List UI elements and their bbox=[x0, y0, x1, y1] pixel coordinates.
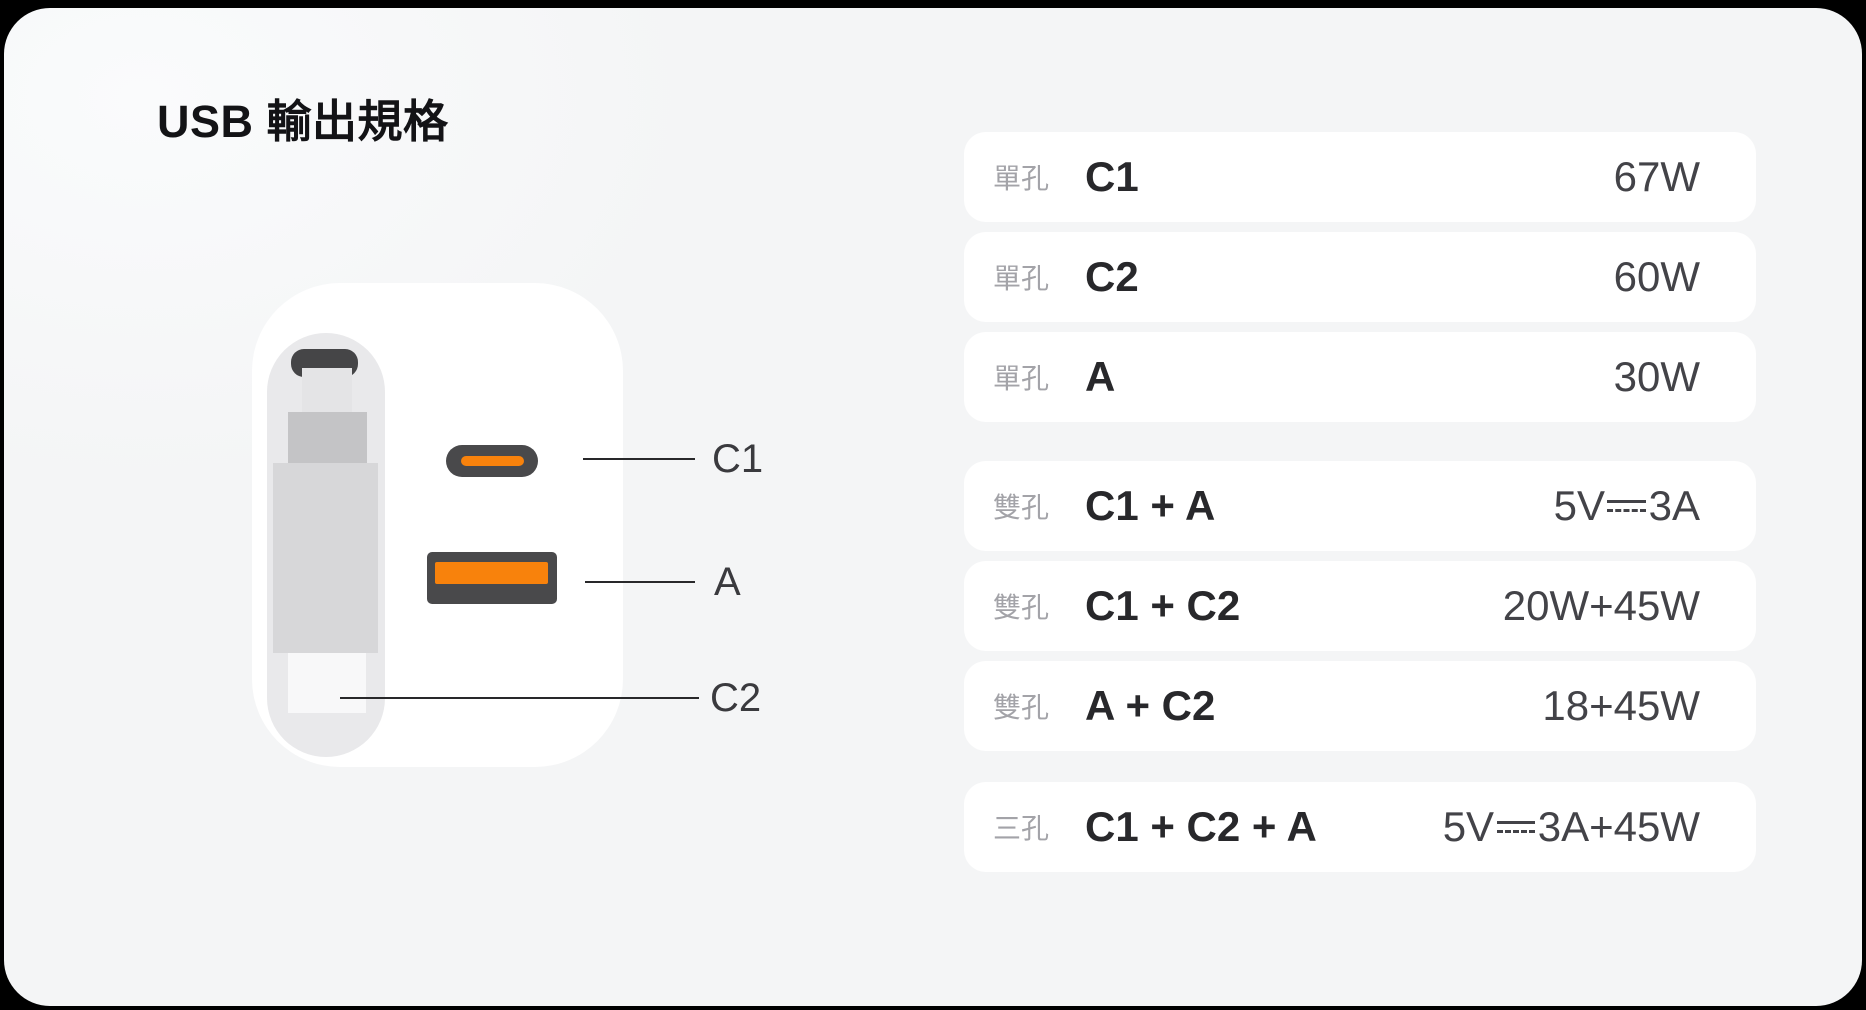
port-name: A bbox=[1085, 353, 1116, 400]
spec-row: 雙孔 C1 + C2 20W+45W bbox=[964, 561, 1756, 651]
plug-shoulder bbox=[288, 412, 367, 463]
dc-symbol bbox=[1607, 499, 1647, 513]
port-count-label: 單孔 bbox=[993, 163, 1050, 194]
port-name: C1 + C2 bbox=[1085, 582, 1241, 629]
callout-label-a: A bbox=[714, 560, 741, 604]
port-count-label: 三孔 bbox=[993, 813, 1050, 844]
output-value: 67W bbox=[1613, 153, 1700, 200]
plug-body bbox=[273, 463, 378, 653]
usb-a-pin bbox=[435, 562, 548, 584]
output-value: 60W bbox=[1613, 253, 1700, 300]
port-name: C1 bbox=[1085, 153, 1139, 200]
spec-list: 單孔 C1 67W 單孔 C2 60W 單孔 A 30W 雙孔 bbox=[964, 132, 1756, 882]
callout-label-c2: C2 bbox=[710, 676, 762, 720]
output-value: 20W+45W bbox=[1502, 582, 1700, 629]
section-title: USB 輸出規格 bbox=[157, 96, 449, 147]
spec-card: USB 輸出規格 C1 A C2 bbox=[4, 8, 1862, 1006]
callout-line-c2 bbox=[340, 697, 699, 699]
spec-row: 雙孔 A + C2 18+45W bbox=[964, 661, 1756, 751]
port-count-label: 雙孔 bbox=[993, 592, 1050, 623]
port-count-label: 雙孔 bbox=[993, 492, 1050, 523]
output-value: 18+45W bbox=[1542, 682, 1700, 729]
port-name: A + C2 bbox=[1085, 682, 1216, 729]
spec-row: 單孔 C1 67W bbox=[964, 132, 1756, 222]
callout-line-a bbox=[585, 581, 695, 583]
usb-a-port-icon bbox=[427, 552, 557, 604]
spec-group-single: 單孔 C1 67W 單孔 C2 60W 單孔 A 30W bbox=[964, 132, 1756, 422]
dc-symbol bbox=[1496, 820, 1536, 834]
port-count-label: 單孔 bbox=[993, 363, 1050, 394]
callout-line-c1 bbox=[583, 458, 695, 460]
plug-end-c2 bbox=[288, 653, 366, 713]
port-name: C1 + C2 + A bbox=[1085, 803, 1317, 850]
port-name: C2 bbox=[1085, 253, 1139, 300]
spec-row: 單孔 A 30W bbox=[964, 332, 1756, 422]
plug-neck bbox=[302, 368, 352, 414]
callout-label-c1: C1 bbox=[712, 437, 764, 481]
port-name: C1 + A bbox=[1085, 482, 1216, 529]
spec-row: 單孔 C2 60W bbox=[964, 232, 1756, 322]
port-count-label: 單孔 bbox=[993, 263, 1050, 294]
usb-c-pin bbox=[461, 456, 524, 466]
output-value: 30W bbox=[1613, 353, 1700, 400]
usb-c-port-icon bbox=[446, 445, 538, 477]
port-count-label: 雙孔 bbox=[993, 692, 1050, 723]
